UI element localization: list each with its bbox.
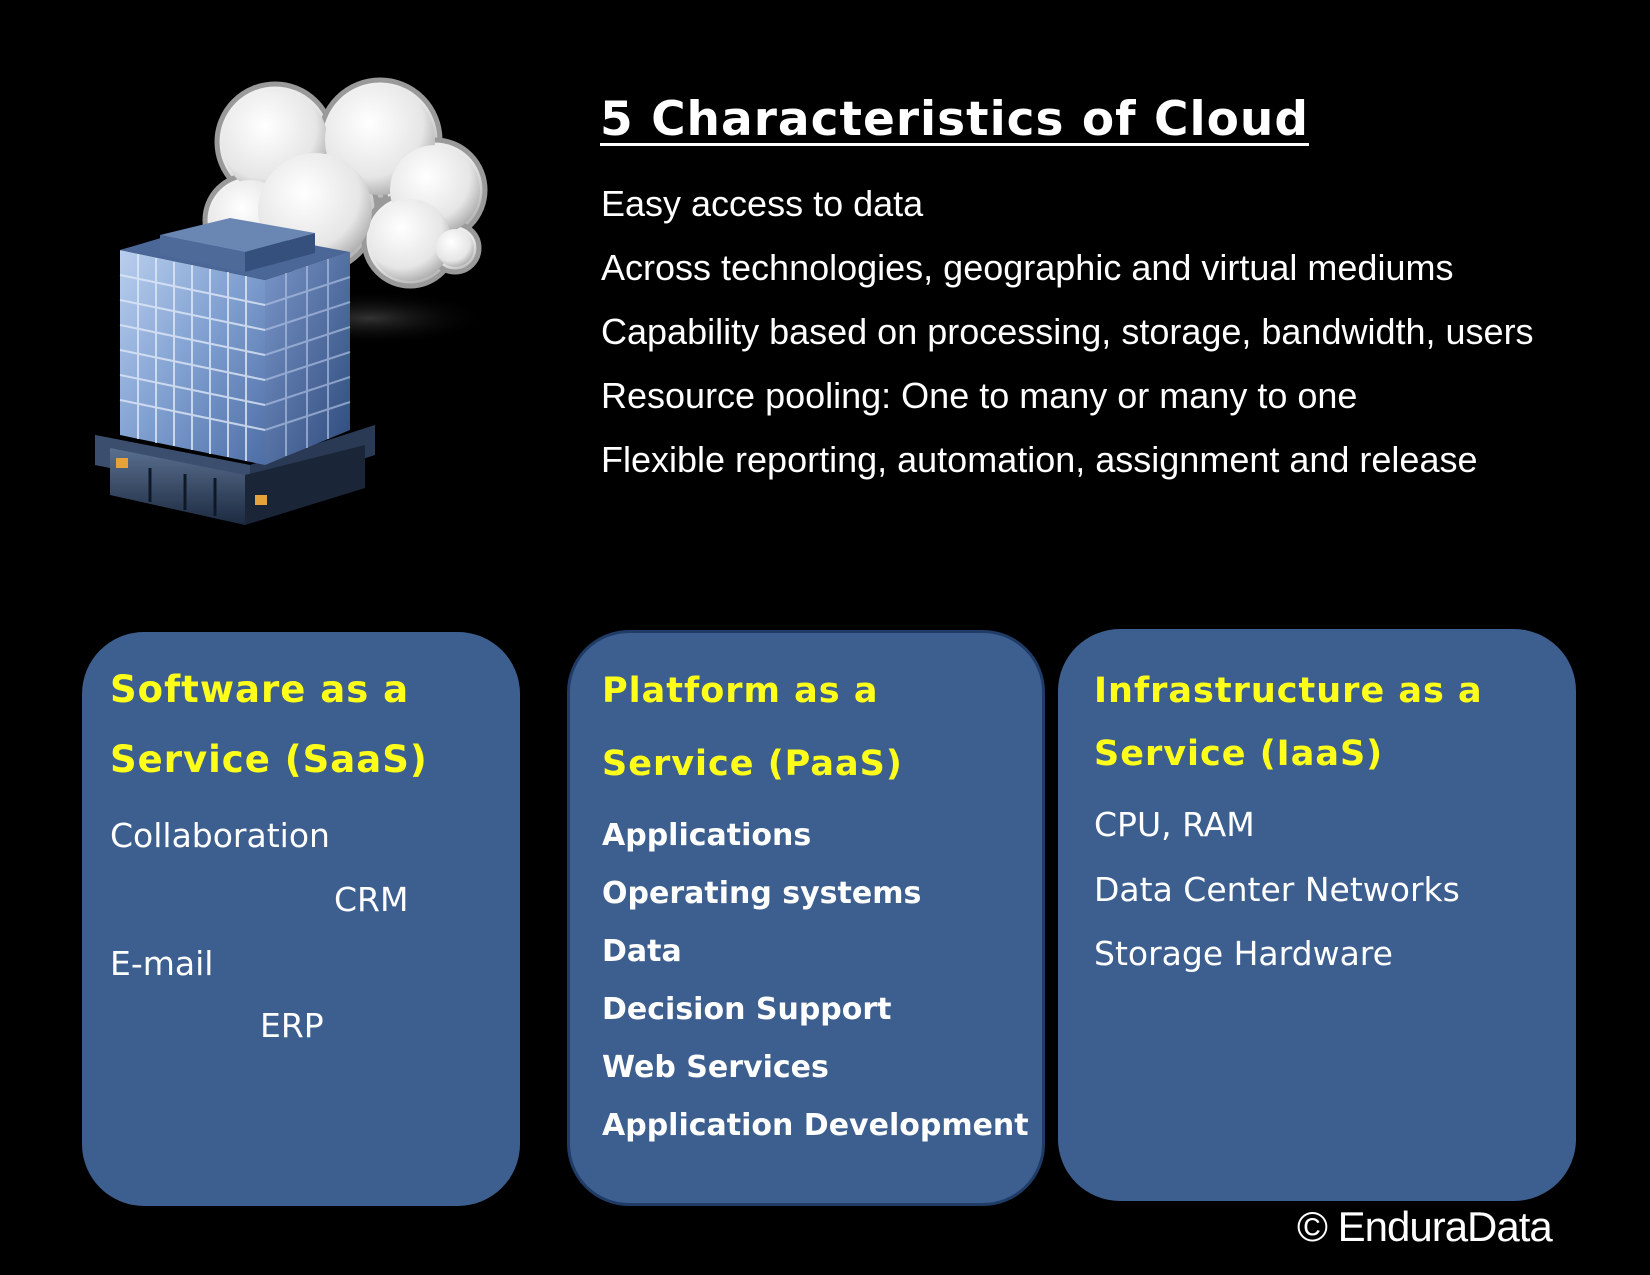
paas-item-decision-support: Decision Support	[602, 992, 892, 1027]
list-item: Easy access to data	[601, 183, 924, 224]
iaas-title-line2: Service (IaaS)	[1094, 734, 1384, 774]
paas-title-line1: Platform as a	[602, 671, 879, 711]
saas-item-collaboration: Collaboration	[110, 816, 330, 855]
iaas-item-data-center-networks: Data Center Networks	[1094, 870, 1460, 909]
list-item: Capability based on processing, storage,…	[601, 311, 1534, 352]
saas-item-erp: ERP	[260, 1006, 324, 1045]
paas-item-application-development: Application Development	[602, 1108, 1029, 1143]
characteristics-list: Easy access to data Across technologies,…	[601, 182, 1534, 502]
paas-item-operating-systems: Operating systems	[602, 876, 922, 911]
paas-item-applications: Applications	[602, 818, 812, 853]
paas-item-data: Data	[602, 934, 682, 969]
saas-box: Software as a Service (SaaS) Collaborati…	[82, 632, 520, 1206]
paas-box: Platform as a Service (PaaS) Application…	[567, 630, 1045, 1206]
saas-title-line1: Software as a	[110, 668, 410, 711]
iaas-item-cpu-ram: CPU, RAM	[1094, 805, 1255, 844]
paas-title-line2: Service (PaaS)	[602, 744, 903, 784]
iaas-item-storage-hardware: Storage Hardware	[1094, 934, 1393, 973]
list-item: Flexible reporting, automation, assignme…	[601, 439, 1478, 480]
list-item: Resource pooling: One to many or many to…	[601, 375, 1358, 416]
iaas-box: Infrastructure as a Service (IaaS) CPU, …	[1058, 629, 1576, 1201]
copyright-text: © EnduraData	[1297, 1203, 1553, 1250]
page-title: 5 Characteristics of Cloud	[600, 92, 1309, 147]
paas-item-web-services: Web Services	[602, 1050, 829, 1085]
saas-item-crm: CRM	[334, 880, 409, 919]
saas-title-line2: Service (SaaS)	[110, 738, 428, 781]
saas-item-email: E-mail	[110, 944, 214, 983]
list-item: Across technologies, geographic and virt…	[601, 247, 1454, 288]
iaas-title-line1: Infrastructure as a	[1094, 671, 1483, 711]
cloud-building-icon	[95, 77, 490, 525]
